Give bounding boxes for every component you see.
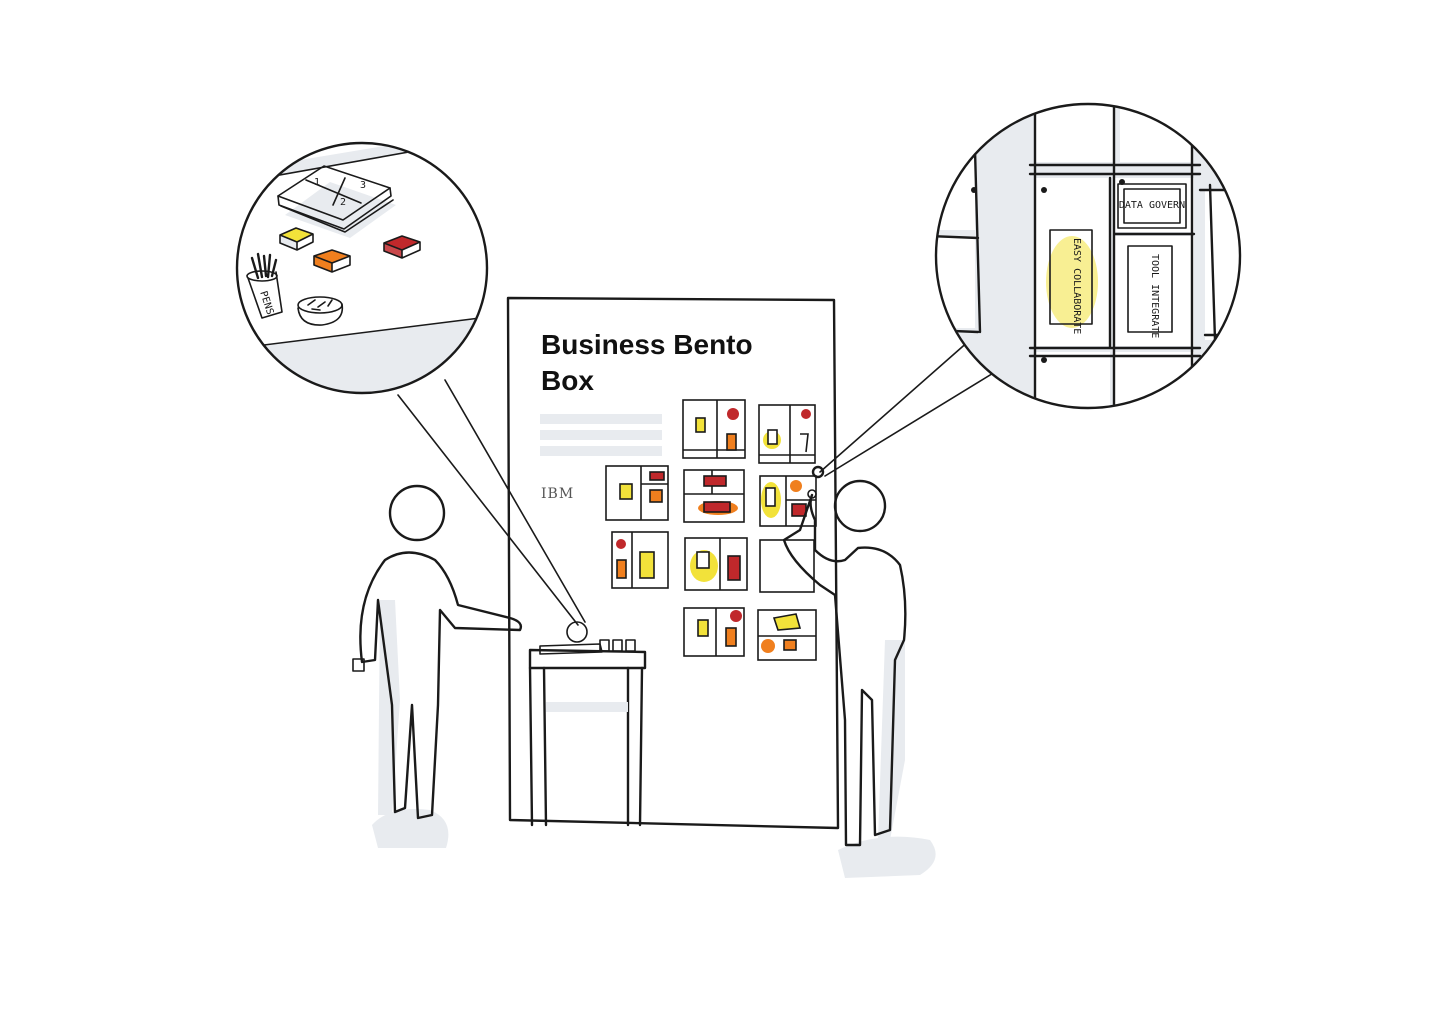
right-zoom-bubble: DATA GOVERN EASY COLLABORATE TOOL INTEGR… — [819, 102, 1242, 477]
note-text: DATA GOVERN — [1119, 200, 1185, 211]
card-number: 1 — [314, 177, 320, 188]
left-person — [352, 484, 523, 848]
bento-canvas — [682, 399, 746, 459]
card-stack: 1 2 3 — [277, 165, 396, 238]
bento-canvas — [611, 531, 669, 589]
poster-board: Business Bento Box IBM — [506, 296, 840, 830]
bento-canvas — [683, 607, 745, 657]
text-placeholder-line — [540, 446, 662, 456]
bento-canvas — [758, 404, 816, 464]
sticky-note-red: DATA GOVERN — [1117, 183, 1187, 229]
orange-block — [313, 249, 351, 273]
sticky-note-yellow: EASY COLLABORATE — [1046, 229, 1098, 334]
note-text: TOOL INTEGRATE — [1149, 254, 1160, 338]
poster-title: Box — [541, 365, 594, 396]
ibm-logo: IBM — [541, 486, 574, 502]
red-block — [383, 235, 421, 259]
bento-canvas — [683, 469, 745, 523]
right-zoom-pointer — [819, 339, 996, 477]
bento-canvas-grid — [605, 399, 817, 661]
text-placeholder-line — [540, 414, 662, 424]
bento-canvas — [684, 537, 748, 591]
yellow-block — [279, 227, 314, 251]
right-person — [782, 465, 936, 878]
card-number: 3 — [360, 180, 366, 191]
bento-canvas — [757, 609, 817, 661]
bento-canvas — [605, 465, 669, 521]
card-number: 2 — [340, 197, 346, 208]
bento-canvas — [759, 475, 817, 527]
left-zoom-pointer — [397, 379, 586, 626]
side-table — [528, 621, 647, 827]
note-text: EASY COLLABORATE — [1071, 238, 1082, 334]
clip-bowl — [297, 296, 344, 326]
sticky-note-orange: TOOL INTEGRATE — [1127, 245, 1173, 338]
poster-title: Business Bento — [541, 329, 753, 360]
text-placeholder-line — [540, 430, 662, 440]
